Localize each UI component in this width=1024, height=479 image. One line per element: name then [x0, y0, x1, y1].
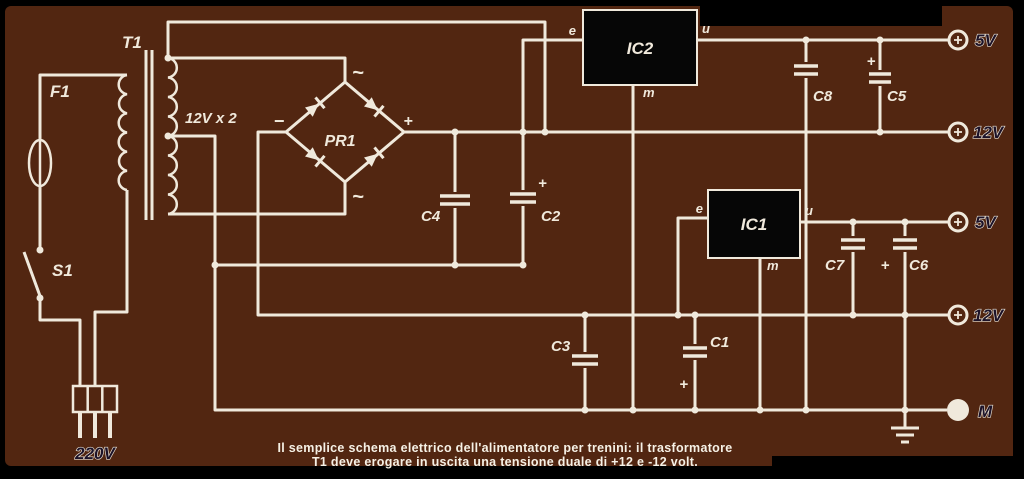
terminal-5v-negative: [947, 211, 969, 233]
capacitor-c2: [510, 192, 536, 204]
wire-fuse: [38, 73, 127, 250]
wire-ic1-input: [676, 216, 708, 315]
output-5v-bottom-label: 5V: [975, 213, 997, 232]
mains-plug: [71, 384, 119, 438]
fuse-symbol: [27, 138, 53, 188]
board-background: [5, 6, 1013, 466]
bridge-diode-top-left: [305, 96, 326, 117]
bridge-plus-label: +: [403, 113, 412, 130]
bridge-minus-label: −: [274, 111, 285, 131]
terminal-12v-negative: [947, 304, 969, 326]
terminal-m-ground: [947, 399, 969, 421]
ic1-pin-e-label: e: [696, 201, 703, 216]
capacitor-c5: [869, 72, 891, 84]
bridge-ac-top-label: ~: [352, 62, 364, 84]
ic2-pin-e-label: e: [569, 23, 576, 38]
c8-label: C8: [813, 88, 833, 105]
wire-minus-rail: [256, 130, 949, 317]
capacitor-c3: [572, 354, 598, 366]
wire-mains-left: [38, 298, 82, 386]
fuse-label: F1: [50, 82, 70, 101]
c2-plus-label: +: [538, 175, 547, 192]
secondary-voltage-label: 12V x 2: [185, 110, 237, 127]
wire-mains-primary: [93, 190, 129, 386]
black-patch-bottom-right: [772, 456, 1024, 479]
terminal-5v-positive: [947, 29, 969, 51]
bridge-diode-bottom-left: [305, 147, 326, 168]
c1-label: C1: [710, 334, 729, 351]
output-12v-bottom-label: 12V: [973, 306, 1005, 325]
c5-label: C5: [887, 88, 907, 105]
switch-label: S1: [52, 261, 73, 280]
mains-voltage-label: 220V: [74, 444, 116, 463]
capacitor-c6: [893, 238, 917, 250]
output-m-label: M: [978, 402, 993, 421]
wire-secondary-top-to-bridge: [168, 56, 347, 82]
ic2-label: IC2: [627, 39, 654, 58]
c1-plus-label: +: [679, 376, 688, 393]
wire-top-rail: [166, 20, 547, 132]
c6-plus-label: +: [881, 257, 890, 274]
switch-contact-top: [36, 246, 44, 254]
c4-label: C4: [421, 208, 441, 225]
capacitor-c1: [683, 346, 707, 358]
wire-ic2-input-c2: [521, 38, 583, 265]
bridge-outline: [284, 80, 406, 184]
bridge-diode-bottom-right: [364, 146, 385, 167]
ic2-pin-m-label: m: [643, 85, 655, 100]
switch-lever: [22, 251, 42, 297]
transformer-core: [144, 50, 154, 220]
ic1-label: IC1: [741, 215, 767, 234]
ic1-pin-u-label: u: [805, 203, 813, 218]
switch-contact-bottom: [36, 294, 44, 302]
bridge-diode-top-right: [364, 97, 385, 118]
c5-plus-label: +: [867, 53, 876, 70]
primary-winding: [117, 73, 128, 192]
capacitor-c4: [440, 194, 470, 206]
ic1-box: [707, 189, 801, 259]
c3-label: C3: [551, 338, 571, 355]
black-patch-top-right: [700, 0, 942, 26]
ic1-pin-m-label: m: [767, 258, 779, 273]
caption-line-2: T1 deve erogare in uscita una tensione d…: [312, 455, 698, 469]
output-5v-top-label: 5V: [975, 31, 997, 50]
wire-center-tap-ground-rail: [168, 134, 947, 412]
junction-dots: [164, 36, 909, 414]
terminal-12v-positive: [947, 121, 969, 143]
ic2-box: [582, 9, 698, 86]
transformer-label: T1: [122, 33, 142, 52]
capacitor-c8: [794, 64, 818, 76]
capacitor-c7: [841, 238, 865, 250]
c2-label: C2: [541, 208, 561, 225]
caption-line-1: Il semplice schema elettrico dell'alimen…: [277, 441, 732, 455]
wire-secondary-bottom-to-bridge: [168, 182, 347, 216]
c6-label: C6: [909, 257, 929, 274]
output-12v-top-label: 12V: [973, 123, 1005, 142]
ic2-pin-u-label: u: [702, 21, 710, 36]
c7-label: C7: [825, 257, 845, 274]
bridge-label: PR1: [324, 133, 355, 150]
earth-ground-icon: [891, 426, 919, 444]
bridge-ac-bottom-label: ~: [352, 186, 364, 208]
